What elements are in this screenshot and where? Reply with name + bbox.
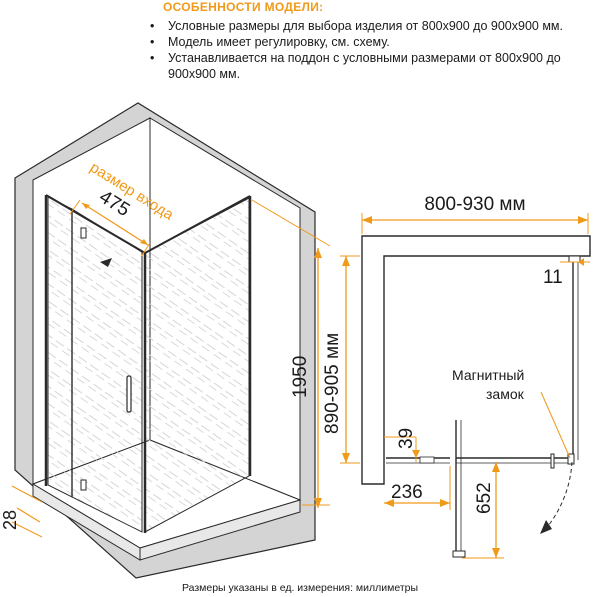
height-value: 1950 — [290, 356, 311, 398]
plan-wall — [361, 235, 591, 485]
hinge-bottom — [80, 479, 87, 491]
entry-arrow — [100, 258, 112, 267]
units-footnote: Размеры указаны в ед. измерения: миллиме… — [181, 582, 419, 594]
door-swing-arc — [547, 461, 573, 527]
offset-39-value: 39 — [396, 428, 417, 449]
isometric-view: размер входа 475 1950 28 — [0, 102, 331, 579]
feature-item: Модель имеет регулировку, см. схему. — [150, 34, 598, 50]
door-swing-value: 652 — [474, 482, 495, 514]
door-handle — [126, 375, 132, 413]
hinge-top — [80, 227, 87, 239]
swing-arrow — [540, 520, 552, 534]
feature-item: Устанавливается на поддон с условными ра… — [150, 50, 598, 82]
tray-side — [139, 499, 301, 561]
top-profile-side — [144, 195, 251, 254]
plan-view: 800-930 мм 890-905 мм 11 — [322, 194, 591, 559]
features-heading: ОСОБЕННОСТИ МОДЕЛИ: — [163, 0, 324, 14]
magnet-label-line1: Магнитный — [452, 367, 524, 383]
features-list: Условные размеры для выбора изделия от 8… — [150, 18, 598, 82]
entry-dim-line — [81, 202, 149, 246]
door-width-value: 236 — [391, 482, 423, 503]
side-panel-glass — [144, 197, 250, 533]
gap-value: 11 — [543, 267, 563, 288]
tray-height-value: 28 — [0, 510, 20, 530]
door-handle-plan — [550, 453, 555, 469]
magnet-label-line2: замок — [486, 386, 525, 402]
width-range: 800-930 мм — [424, 194, 525, 215]
feature-item: Условные размеры для выбора изделия от 8… — [150, 18, 598, 34]
top-profile-front — [45, 194, 146, 254]
left-fixed-panel — [47, 196, 73, 498]
magnet-lock-plan — [567, 453, 575, 465]
tray-dim-line — [16, 507, 41, 523]
depth-range: 890-905 мм — [322, 333, 343, 434]
